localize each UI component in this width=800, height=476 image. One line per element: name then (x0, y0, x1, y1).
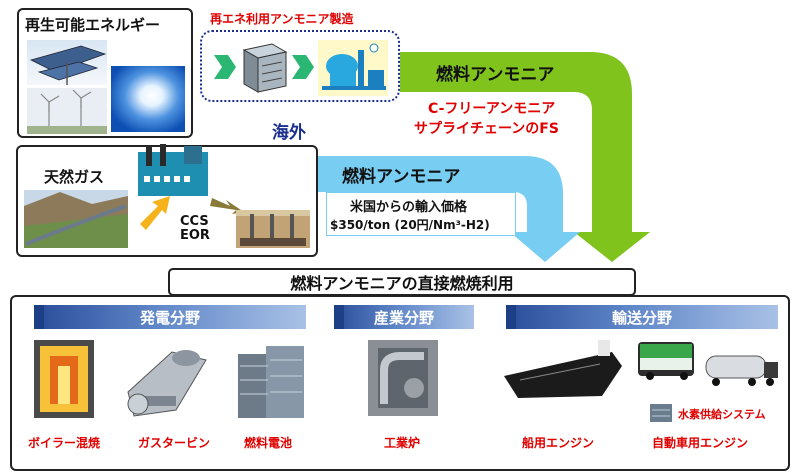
solar-panel-image (27, 40, 107, 85)
ccs-label: CCS (180, 214, 209, 229)
boiler-image (34, 340, 94, 418)
tanker-truck-image (705, 355, 778, 386)
ammonia-manufacture-label: 再エネ利用アンモニア製造 (210, 12, 354, 26)
fs-note-line1: C-フリーアンモニア (428, 101, 556, 117)
ammonia-plant-icon (318, 40, 388, 96)
ship-image (504, 340, 622, 398)
sector-banner-transport: 輸送分野 (506, 305, 778, 329)
direct-use-title: 燃料アンモニアの直接燃焼利用 (290, 274, 514, 293)
sector-power-label: 発電分野 (139, 308, 200, 327)
h2-supply-image (650, 404, 672, 422)
top-flow-label: 燃料アンモニア (436, 65, 555, 85)
label-fuel-cell: 燃料電池 (244, 436, 293, 450)
ccs-yellow-arrow (140, 196, 170, 230)
underground-storage-image (236, 210, 310, 248)
eor-olive-arrow (210, 198, 244, 214)
gas-turbine-image (127, 350, 207, 417)
bus-image (638, 342, 694, 380)
label-h2-supply: 水素供給システム (678, 408, 766, 421)
step-arrow-2 (292, 55, 314, 79)
sector-banner-power: 発電分野 (34, 305, 306, 329)
sun-image (111, 66, 185, 132)
label-ship: 船用エンジン (522, 436, 595, 450)
pipeline-image (24, 190, 128, 248)
overseas-label: 海外 (272, 123, 306, 143)
sector-banner-industry: 産業分野 (334, 305, 474, 329)
gas-plant-image (138, 144, 208, 196)
sector-transport-label: 輸送分野 (611, 308, 672, 327)
fs-note-line2: サプライチェーンのFS (414, 121, 559, 137)
price-line1: 米国からの輸入価格 (350, 200, 468, 215)
import-price-box (326, 192, 516, 236)
price-line2: $350/ton (20円/Nm³-H2) (330, 218, 490, 232)
gas-title: 天然ガス (44, 168, 105, 186)
label-car: 自動車用エンジン (652, 436, 749, 450)
renewable-title: 再生可能エネルギー (25, 16, 161, 34)
mid-flow-label: 燃料アンモニア (342, 167, 461, 187)
ammonia-cube-icon (242, 43, 288, 93)
green-flow-arrow (392, 52, 650, 262)
industrial-furnace-image (368, 340, 438, 416)
sector-industry-label: 産業分野 (373, 308, 434, 327)
fuel-cell-image (238, 346, 304, 418)
wind-turbine-image (27, 88, 107, 134)
step-arrow-1 (214, 55, 236, 79)
label-gas-turbine: ガスタービン (138, 436, 211, 450)
renewable-energy-box: 再生可能エネルギー (17, 8, 193, 138)
direct-use-header: 燃料アンモニアの直接燃焼利用 (168, 268, 636, 296)
label-furnace: 工業炉 (384, 436, 421, 450)
label-boiler: ボイラー混焼 (28, 436, 101, 450)
eor-label: EOR (180, 228, 210, 243)
